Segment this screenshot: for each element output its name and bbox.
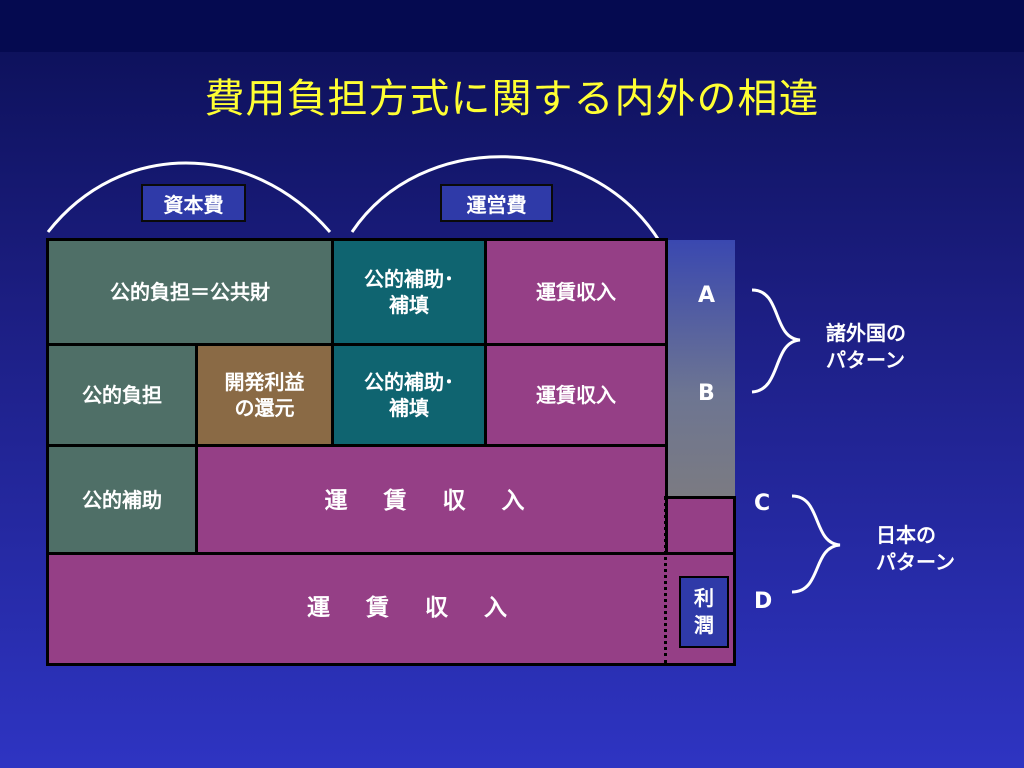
slide-title: 費用負担方式に関する内外の相違: [204, 76, 820, 122]
cell-fare-3-extension: [665, 496, 736, 555]
note-japan-pattern: 日本の パターン: [876, 523, 955, 574]
cell-public-burden: 公的負担: [46, 343, 198, 447]
label-d: D: [754, 589, 773, 614]
cell-fare-4: 運 賃 収 入: [46, 552, 736, 666]
brace-japan: [791, 494, 841, 594]
label-a: A: [698, 283, 716, 308]
label-b: B: [698, 381, 715, 406]
cell-fare-1: 運賃収入: [484, 238, 668, 346]
operating-arc: [350, 155, 662, 243]
capital-cost-tag: 資本費: [141, 184, 246, 222]
profit-box: 利 潤: [679, 576, 729, 648]
label-c: C: [754, 491, 771, 516]
capital-arc: [46, 161, 332, 233]
pattern-column: [667, 240, 735, 496]
cell-development-return: 開発利益 の還元: [195, 343, 334, 447]
cell-fare-3: 運 賃 収 入: [195, 444, 668, 555]
cell-subsidy-2: 公的補助･ 補填: [331, 343, 487, 447]
cell-subsidy-3: 公的補助: [46, 444, 198, 555]
operating-cost-tag: 運営費: [440, 184, 553, 222]
cell-subsidy-1: 公的補助･ 補填: [331, 238, 487, 346]
dotted-divider: [664, 496, 667, 664]
cell-fare-2: 運賃収入: [484, 343, 668, 447]
cell-public-goods: 公的負担＝公共財: [46, 238, 334, 346]
note-foreign-pattern: 諸外国の パターン: [826, 321, 906, 372]
top-band: [0, 0, 1024, 52]
brace-foreign: [751, 288, 801, 394]
